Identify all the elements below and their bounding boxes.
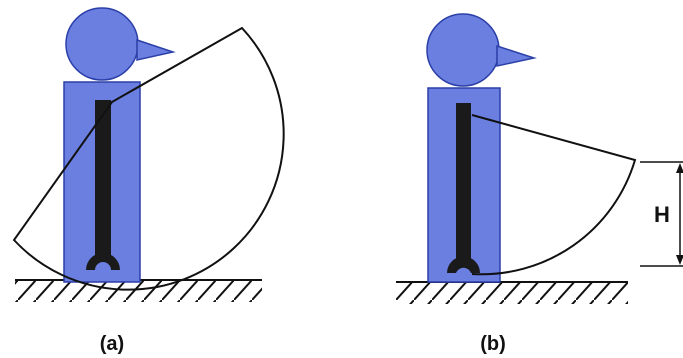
ankle-a (95, 240, 111, 256)
ground-hatch-a (15, 281, 262, 302)
leg-a (95, 100, 111, 243)
leg-b (456, 103, 471, 248)
panel-b: H (b) (396, 13, 683, 355)
swing-sector-b (471, 114, 637, 276)
height-arrow-down (676, 255, 683, 265)
head-a (65, 7, 139, 81)
beak-b (496, 44, 537, 67)
head-b (426, 13, 500, 87)
caption-b: (b) (480, 333, 506, 355)
swing-sector-a (12, 26, 285, 291)
height-label: H (654, 202, 670, 227)
caption-a: (a) (100, 333, 124, 355)
foot-b (447, 256, 480, 273)
ground-hatch-b (396, 283, 628, 304)
height-arrow-up (676, 163, 683, 173)
panel-a: (a) (12, 7, 285, 355)
foot-a (86, 253, 120, 270)
ankle-b (456, 244, 471, 260)
beak-a (136, 38, 176, 61)
